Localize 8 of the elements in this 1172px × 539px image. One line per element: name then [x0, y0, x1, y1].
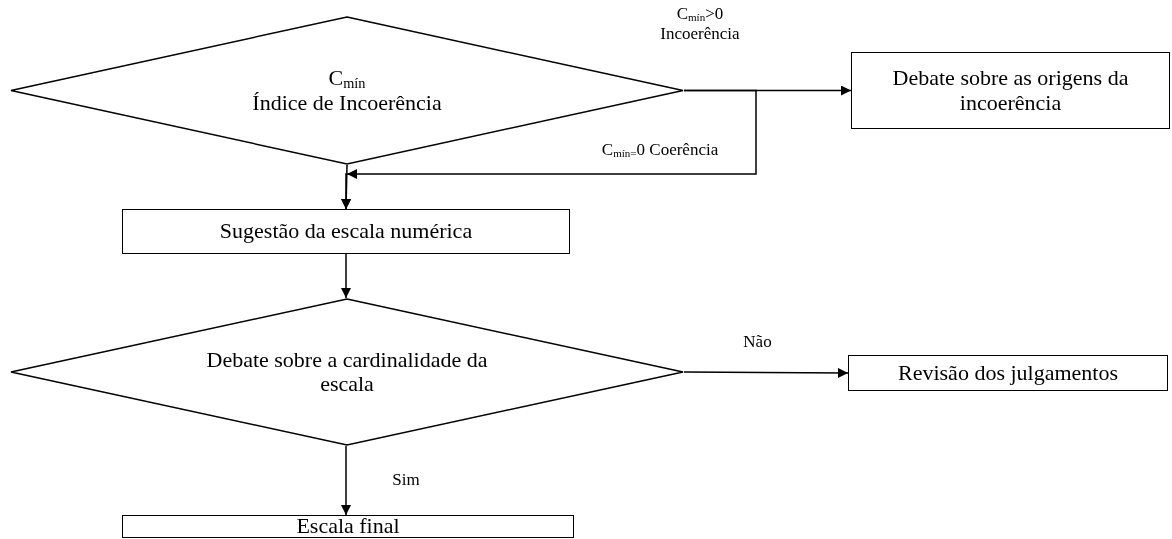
- edge-label: C$_{mín=}$0 Coerência: [600, 140, 720, 160]
- decision-text: Debate sobre a cardinalidade da escala: [205, 347, 489, 397]
- process-box: Sugestão da escala numérica: [122, 209, 570, 254]
- process-box: Debate sobre as origens da incoerência: [851, 52, 1170, 129]
- decision-text: C$_{mín}$: [328, 65, 366, 92]
- decision-text: Índice de Incoerência: [252, 91, 442, 116]
- process-box: Revisão dos julgamentos: [848, 355, 1168, 391]
- process-box: Escala final: [122, 515, 574, 538]
